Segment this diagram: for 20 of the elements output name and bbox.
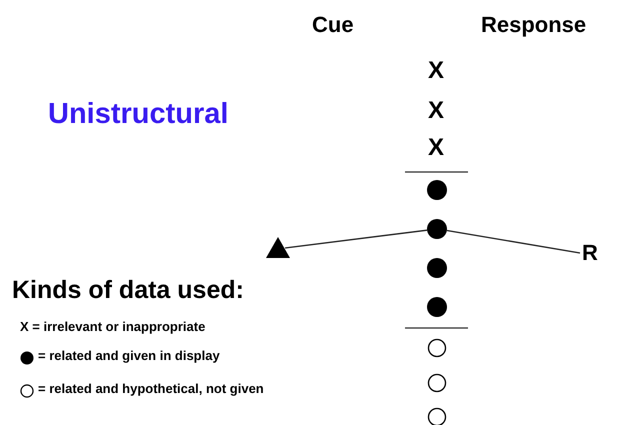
- heading-text: Unistructural: [48, 98, 228, 131]
- open-circle: [428, 338, 446, 358]
- x-mark: X: [428, 134, 444, 162]
- legend-text: = related and hypothetical, not given: [38, 381, 264, 396]
- x-mark: X: [428, 97, 444, 125]
- filled-dot: [427, 258, 447, 278]
- connector-line: [446, 230, 580, 254]
- filled-dot: [427, 180, 447, 200]
- cue-triangle: [266, 237, 290, 258]
- legend-text: X = irrelevant or inappropriate: [20, 319, 206, 334]
- column-heading: Cue: [312, 12, 354, 38]
- filled-dot: [427, 219, 447, 239]
- filled-dot: [427, 297, 447, 317]
- legend-heading: Kinds of data used:: [12, 276, 244, 305]
- connector-line: [284, 230, 428, 249]
- column-heading: Response: [481, 12, 586, 38]
- x-mark: X: [428, 57, 444, 85]
- response-letter: R: [582, 240, 598, 266]
- legend-text: = related and given in display: [38, 348, 220, 363]
- open-circle: [428, 374, 446, 392]
